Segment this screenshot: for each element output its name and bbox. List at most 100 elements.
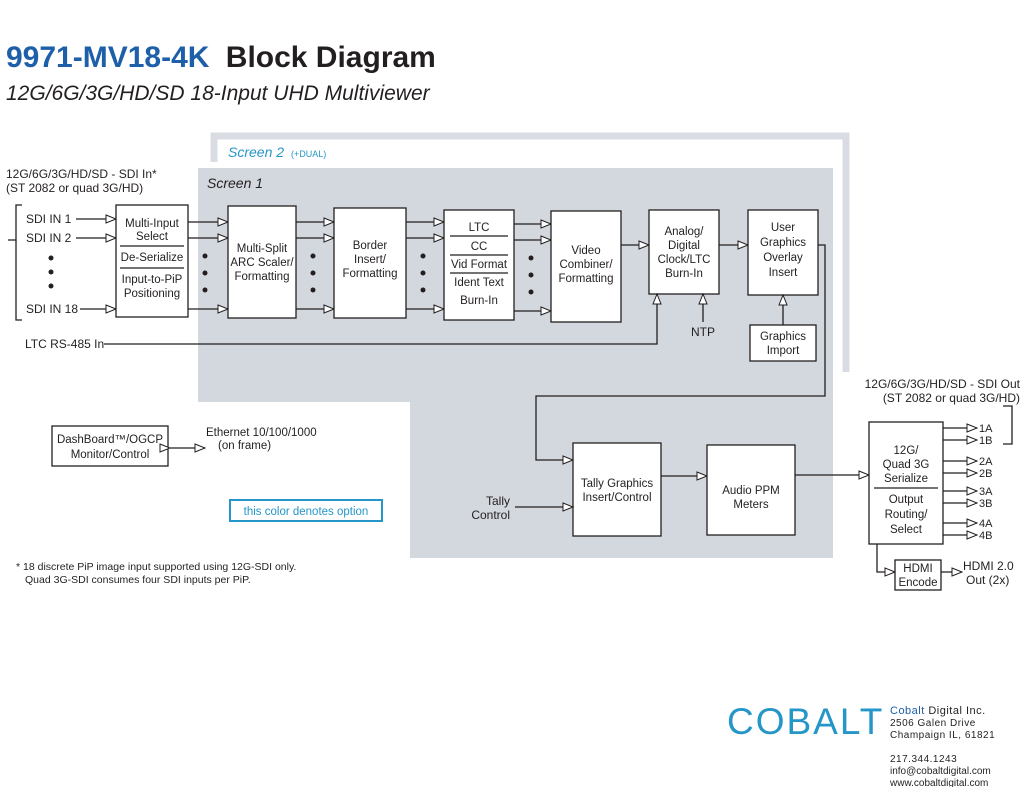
title-suffix: Block Diagram: [226, 41, 436, 74]
block-label: Insert/Control: [582, 492, 651, 504]
company-website[interactable]: www.cobaltdigital.com: [889, 778, 988, 787]
block-label: Insert/: [354, 254, 387, 266]
input-bracket-bottom: [15, 240, 22, 321]
company-address-1: 2506 Galen Drive: [890, 718, 976, 729]
block-label: Border: [353, 240, 388, 252]
ellipsis-dot: [48, 269, 54, 275]
input-heading: 12G/6G/3G/HD/SD - SDI In*: [6, 167, 157, 181]
block-label: Vid Format: [451, 259, 508, 271]
diagram-subtitle: 12G/6G/3G/HD/SD 18-Input UHD Multiviewer: [6, 82, 431, 105]
footnote-line-1: * 18 discrete PiP image input supported …: [16, 561, 296, 573]
output-label: 2B: [979, 468, 992, 480]
screen2-label: Screen 2 (+DUAL): [228, 144, 326, 160]
block-label: Select: [890, 524, 923, 536]
ethernet-label: Ethernet 10/100/1000: [206, 427, 317, 439]
sdi-in-1-label: SDI IN 1: [26, 212, 72, 226]
block-label: De-Serialize: [121, 252, 184, 264]
hdmi-out-label: Out (2x): [966, 573, 1009, 587]
sdi-in-2-label: SDI IN 2: [26, 231, 72, 245]
sdi-in-18-label: SDI IN 18: [26, 302, 78, 316]
block-label: Burn-In: [460, 295, 498, 307]
option-legend-box: [229, 499, 383, 522]
block-label: DashBoard™/OGCP: [57, 434, 163, 446]
block-label: LTC: [469, 222, 490, 234]
block-label: Output: [889, 494, 924, 506]
company-email[interactable]: info@cobaltdigital.com: [890, 766, 991, 777]
serialize-block: [868, 421, 944, 545]
block-label: HDMI: [903, 563, 932, 575]
ltc-rs485-label: LTC RS-485 In: [25, 337, 104, 351]
output-label: 4B: [979, 530, 992, 542]
block-label: Formatting: [559, 273, 614, 285]
hdmi-out-label: HDMI 2.0: [963, 559, 1014, 573]
ellipsis-dot: [202, 287, 208, 293]
block-label: Tally Graphics: [581, 478, 653, 490]
ellipsis-dot: [420, 270, 426, 276]
input-heading-standard: (ST 2082 or quad 3G/HD): [6, 181, 143, 195]
ellipsis-dot: [528, 289, 534, 295]
ellipsis-dot: [48, 283, 54, 289]
block-label: Audio PPM: [722, 485, 780, 497]
block-label: Input-to-PiP: [122, 274, 183, 286]
ellipsis-dot: [310, 287, 316, 293]
tally-control-label: Tally: [486, 494, 510, 508]
clock-burn-in-block: [648, 209, 720, 295]
cobalt-logo: COBALT: [727, 701, 884, 742]
ellipsis-dot: [528, 255, 534, 261]
output-label: 1B: [979, 435, 992, 447]
ethernet-note: (on frame): [218, 440, 271, 452]
output-label: 3B: [979, 498, 992, 510]
ellipsis-dot: [528, 272, 534, 278]
block-label: Digital: [668, 240, 700, 252]
diagram-title: 9971-MV18-4K Block Diagram: [6, 41, 436, 74]
output-label: 1A: [979, 423, 993, 435]
company-name: Cobalt Digital Inc.: [890, 705, 986, 717]
ltc-rs485-arrow: [104, 294, 657, 345]
block-label: Overlay: [763, 252, 803, 264]
border-insert-block: [333, 207, 407, 319]
tally-control-label: Control: [471, 508, 510, 522]
dashboard-block: [51, 425, 169, 467]
block-label: Quad 3G: [883, 459, 930, 471]
block-label: Insert: [769, 267, 799, 279]
output-heading-standard: (ST 2082 or quad 3G/HD): [883, 391, 1020, 405]
serialize-to-hdmi-arrow: [876, 544, 895, 572]
block-label: Multi-Split: [237, 243, 288, 255]
block-label: Encode: [898, 577, 937, 589]
ellipsis-dot: [202, 253, 208, 259]
output-heading: 12G/6G/3G/HD/SD - SDI Out: [865, 377, 1021, 391]
block-label: User: [771, 222, 795, 234]
block-label: Analog/: [664, 226, 704, 238]
multi-input-select-block: [115, 204, 189, 318]
overlay-to-tally-route: [535, 244, 826, 460]
block-label: Ident Text: [454, 277, 504, 289]
ltc-burn-in-block: [443, 209, 515, 321]
video-combiner-block: [550, 210, 622, 323]
block-label: Combiner/: [559, 259, 613, 271]
output-label: 2A: [979, 456, 993, 468]
block-label: Import: [767, 345, 800, 357]
block-label: ARC Scaler/: [230, 257, 294, 269]
block-label: Select: [136, 231, 169, 243]
block-label: Clock/LTC: [658, 254, 711, 266]
ellipsis-dot: [310, 270, 316, 276]
block-label: CC: [471, 241, 488, 253]
user-graphics-block: [747, 209, 819, 296]
option-legend-text: this color denotes option: [244, 506, 369, 518]
ntp-label: NTP: [691, 325, 715, 339]
ellipsis-dot: [310, 253, 316, 259]
model-name: 9971-MV18-4K: [6, 41, 210, 74]
input-bracket-top: [8, 204, 22, 241]
output-label: 3A: [979, 486, 993, 498]
ellipsis-dot: [48, 255, 54, 261]
block-label: Video: [571, 245, 600, 257]
screen1-label: Screen 1: [207, 175, 263, 191]
tally-graphics-block: [572, 442, 662, 537]
block-label: Burn-In: [665, 268, 703, 280]
block-label: Multi-Input: [125, 218, 179, 230]
graphics-import-block: [749, 324, 817, 362]
audio-ppm-block: [706, 444, 796, 536]
block-label: Meters: [733, 499, 768, 511]
ellipsis-dot: [420, 253, 426, 259]
